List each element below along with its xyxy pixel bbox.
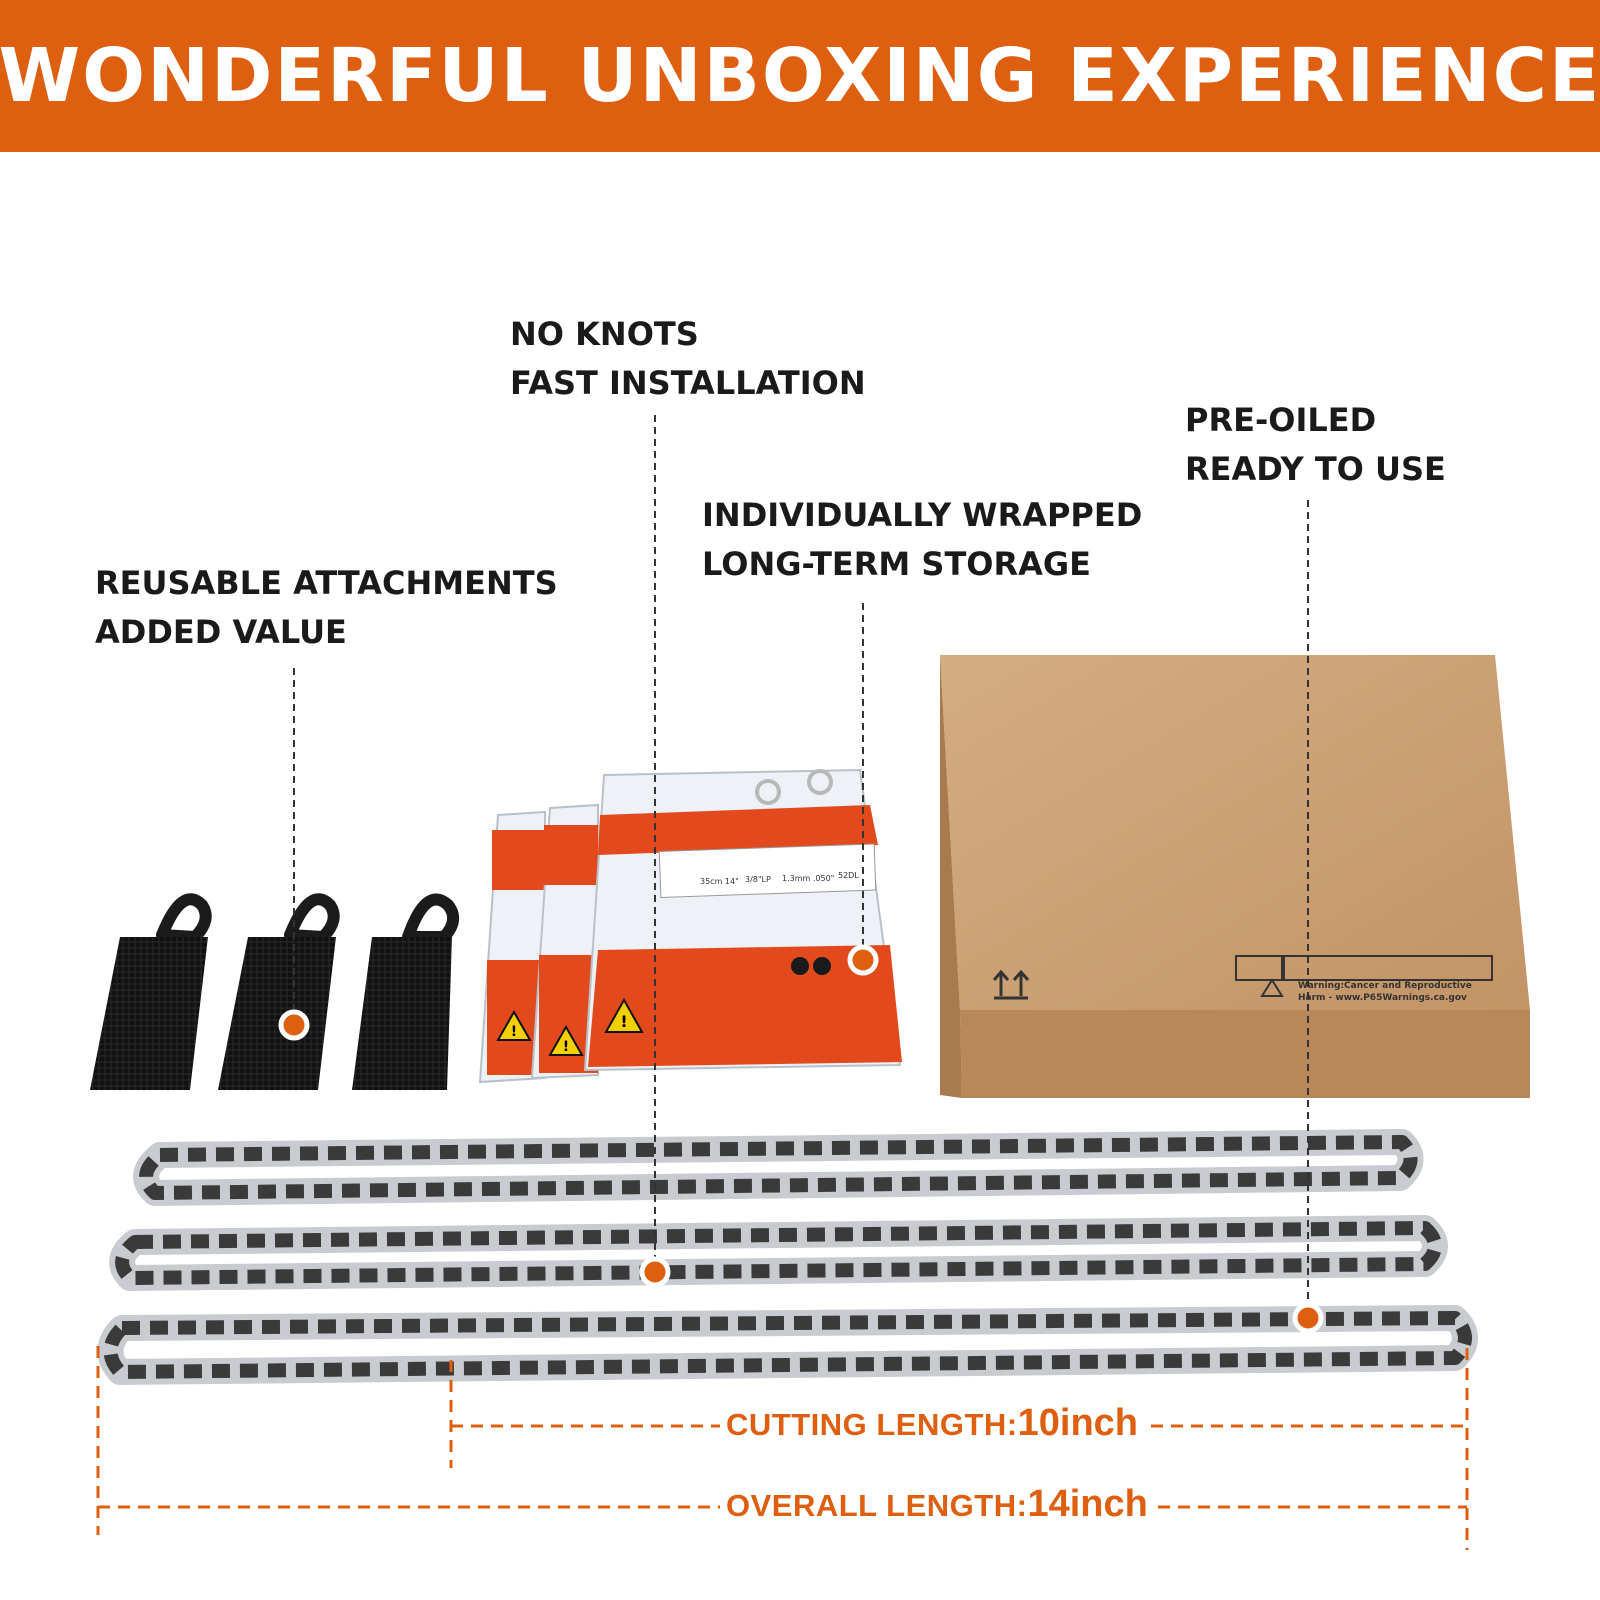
saw-chains xyxy=(97,1129,1478,1385)
overall-length: OVERALL LENGTH:14inch xyxy=(720,1483,1154,1526)
svg-text:!: ! xyxy=(620,1012,627,1031)
callout-pre-oiled: PRE-OILED READY TO USE xyxy=(1185,396,1446,494)
reusable-attachments xyxy=(90,893,460,1090)
svg-text:!: ! xyxy=(563,1039,569,1055)
chain-packages: ! ! ! xyxy=(478,768,902,1084)
callout-wrapped-line2: LONG-TERM STORAGE xyxy=(702,545,1091,583)
callout-attachments-line2: ADDED VALUE xyxy=(95,613,347,651)
box-warning-line2: Harm - www.P65Warnings.ca.gov xyxy=(1298,993,1467,1003)
page-title: WONDERFUL UNBOXING EXPERIENCE xyxy=(0,33,1600,119)
cutting-length-label: CUTTING LENGTH: xyxy=(726,1407,1018,1442)
cardboard-box xyxy=(940,655,1530,1098)
callout-wrapped-line1: INDIVIDUALLY WRAPPED xyxy=(702,496,1143,534)
package-spec-gauge: 1.3mm .050" xyxy=(782,874,834,883)
callout-pre-oiled-line2: READY TO USE xyxy=(1185,450,1446,488)
callout-wrapped: INDIVIDUALLY WRAPPED LONG-TERM STORAGE xyxy=(702,491,1142,589)
svg-text:!: ! xyxy=(511,1024,517,1040)
package-spec-links: 52DL xyxy=(838,871,859,880)
callout-no-knots-line1: NO KNOTS xyxy=(510,315,699,353)
callout-pre-oiled-line1: PRE-OILED xyxy=(1185,401,1377,439)
callout-no-knots-line2: FAST INSTALLATION xyxy=(510,364,866,402)
box-warning-line1: Warning:Cancer and Reproductive xyxy=(1298,981,1472,991)
callout-attachments: REUSABLE ATTACHMENTS ADDED VALUE xyxy=(95,559,558,657)
cutting-length-value: 10inch xyxy=(1017,1402,1139,1444)
package-spec-pitch: 3/8"LP xyxy=(745,875,771,884)
callout-markers xyxy=(278,944,1324,1334)
callout-attachments-line1: REUSABLE ATTACHMENTS xyxy=(95,564,558,602)
overall-length-value: 14inch xyxy=(1027,1483,1148,1525)
cutting-length: CUTTING LENGTH:10inch xyxy=(720,1402,1145,1445)
header-banner xyxy=(0,0,1600,152)
this-side-up-icon xyxy=(992,969,1030,1000)
warning-triangle-icon xyxy=(1260,978,1284,997)
overall-length-label: OVERALL LENGTH: xyxy=(726,1488,1028,1523)
callout-no-knots: NO KNOTS FAST INSTALLATION xyxy=(510,310,866,408)
recycle-icon xyxy=(1235,955,1283,981)
callout-lines xyxy=(293,415,1309,1318)
package-spec-size: 35cm 14" xyxy=(700,877,739,886)
